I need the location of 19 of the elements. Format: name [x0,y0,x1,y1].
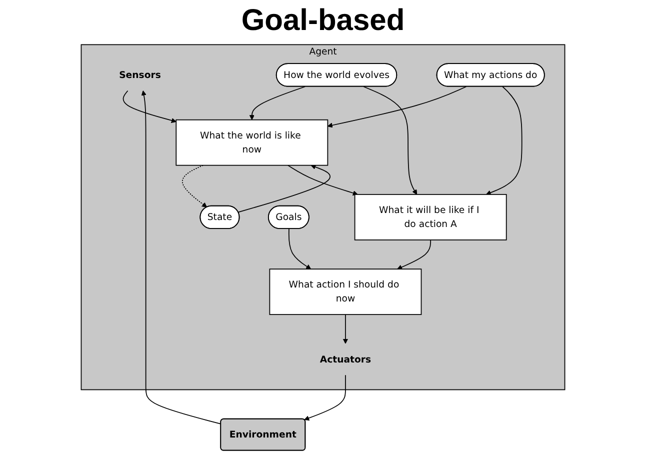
arrow [249,86,306,120]
node-box: What the world is like now [176,119,328,166]
diagram-title: Goal-based [240,4,406,38]
arrow [238,164,330,213]
arrow [287,164,358,196]
arrow [122,90,176,123]
node-box: What it will be like if I do action A [354,194,507,240]
arrow [397,239,432,270]
arrow [141,90,222,424]
arrow [288,228,312,270]
arrow [304,374,346,421]
arrow [182,164,208,208]
arrow [342,314,348,344]
node-text: Sensors [119,69,161,80]
node-text: Actuators [320,354,372,365]
arrow [363,86,418,195]
arrow [486,86,522,196]
node-box: What action I should do now [269,268,422,315]
arrow [327,86,467,128]
